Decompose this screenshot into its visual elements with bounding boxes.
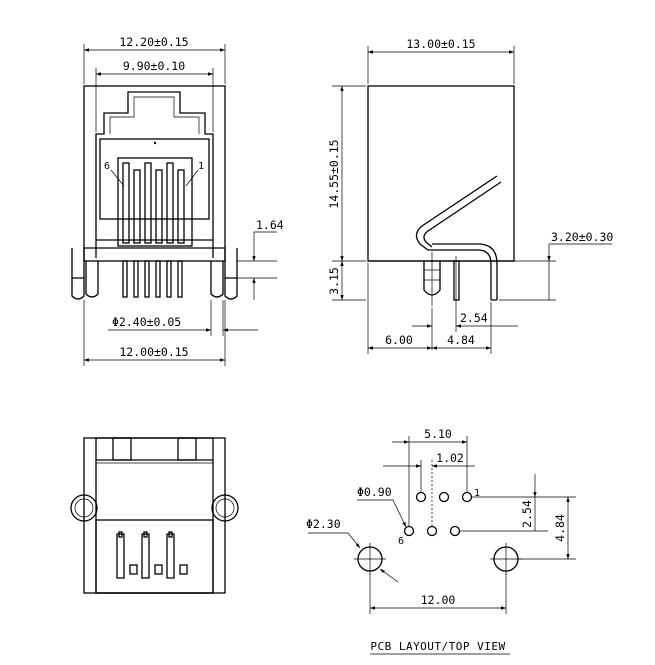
dim-outer-width-top: 12.20±0.15 [83,35,226,84]
bottom-view-posts [70,494,239,522]
dim-row-spacing-label: 2.54 [520,500,534,528]
side-view-housing [367,85,515,262]
front-view-contacts [110,162,199,298]
dim-hole-small: Φ0.90 [357,485,407,528]
dim-row-span: 5.10 [392,427,468,526]
dim-row-spacing: 2.54 [460,474,548,532]
dim-post-diameter-label: Φ2.40±0.05 [112,315,181,329]
dim-row-span-label: 5.10 [424,427,452,441]
pcb-pin-label-1: 1 [474,488,480,499]
dim-post-spacing: 12.00 [369,573,507,614]
dim-half-pitch-label: 1.02 [436,451,464,465]
side-view-post [423,252,460,308]
front-pin-label-1: 1 [198,161,204,172]
dim-post-offset: 6.00 4.84 [367,263,492,354]
front-view-legs [71,248,238,300]
side-view-contact-spring [415,175,502,301]
pcb-layout: 5.10 1.02 Φ0.90 Φ2.30 1 6 [306,427,576,655]
side-view: 13.00±0.15 14.55±0.15 3.15 3.20±0.30 [327,37,613,354]
dim-post-diameter: Φ2.40±0.05 [108,300,258,336]
dim-total-height-label: 4.84 [553,514,567,542]
pcb-caption-text: PCB LAYOUT/TOP VIEW [370,640,505,653]
dim-pin-pitch-label: 2.54 [460,311,488,325]
dim-post-offset-label: 6.00 [385,333,413,347]
dim-hole-large-label: Φ2.30 [306,517,341,531]
dim-lead-height-label: 3.15 [327,267,341,295]
dim-pin-pitch: 2.54 [412,308,518,350]
pcb-caption: PCB LAYOUT/TOP VIEW [370,640,510,655]
dim-leg-height: 1.64 [237,218,284,300]
front-pin-label-6: 6 [104,161,110,172]
front-view: 12.20±0.15 9.90±0.10 6 1 1.64 Φ2. [71,35,284,366]
bottom-view-pins [116,531,188,579]
dim-hole-large: Φ2.30 [306,517,399,583]
dim-plug-width: 9.90±0.10 [95,59,214,132]
dim-body-height: 14.55±0.15 [327,85,366,262]
dim-depth-label: 13.00±0.15 [406,37,475,51]
front-view-housing [83,85,226,262]
dim-lead-height: 3.15 [327,261,366,301]
dim-post-spacing-label: 12.00 [421,593,456,607]
dim-plug-width-label: 9.90±0.10 [123,59,185,73]
dim-body-height-label: 14.55±0.15 [327,139,341,208]
bottom-view-housing [83,437,226,594]
dim-hole-small-label: Φ0.90 [357,485,392,499]
bottom-view [70,437,239,594]
dim-standoff-label: 3.20±0.30 [551,230,613,244]
dim-outer-width-top-label: 12.20±0.15 [119,35,188,49]
dim-row-offset-label: 4.84 [447,333,475,347]
dim-depth: 13.00±0.15 [367,37,515,84]
dim-leg-height-label: 1.64 [256,218,284,232]
dim-outer-width-bottom: 12.00±0.15 [83,300,226,366]
pcb-holes [354,491,522,575]
dim-standoff: 3.20±0.30 [499,230,613,301]
pcb-pin-label-6: 6 [398,536,404,547]
dim-total-height: 4.84 [518,496,576,560]
dim-half-pitch: 1.02 [383,451,475,526]
dim-outer-width-bottom-label: 12.00±0.15 [119,345,188,359]
